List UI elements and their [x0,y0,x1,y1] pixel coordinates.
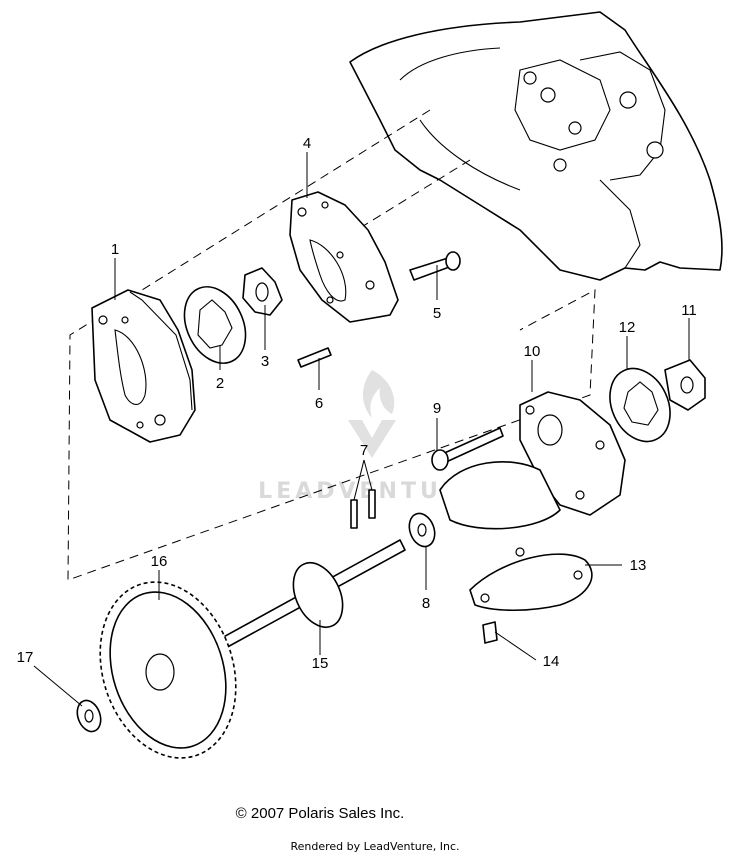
washer-8 [408,512,436,548]
drive-gear [99,581,237,759]
callout-14: 14 [543,653,560,670]
callout-7: 7 [360,442,368,459]
bolt-5 [409,251,461,281]
bolt-9 [431,427,504,471]
callout-15: 15 [312,655,329,672]
screw-14 [482,621,498,644]
callout-5: 5 [433,305,441,322]
callout-6: 6 [315,395,323,412]
copyright-text: © 2007 Polaris Sales Inc. [236,805,405,822]
watermark-logo [348,370,396,458]
callout-2: 2 [216,375,224,392]
pump-plate [289,191,399,323]
callout-10: 10 [524,343,541,360]
callout-8: 8 [422,595,430,612]
outer-rotor-12 [609,367,671,443]
pump-cover [439,391,626,530]
callout-11: 11 [681,302,697,319]
callout-3: 3 [261,353,269,370]
rendered-by-text: Rendered by LeadVenture, Inc. [290,840,459,853]
pin-6 [297,347,332,368]
callout-labels: 1 2 3 4 5 6 7 8 9 10 11 12 13 14 15 16 1… [17,135,697,672]
callout-4: 4 [303,135,311,152]
callout-12: 12 [619,319,636,336]
leader-lines [33,152,690,707]
outer-rotor [183,286,247,364]
inner-rotor-11 [664,359,706,411]
callout-1: 1 [111,241,119,258]
callout-16: 16 [151,553,168,570]
oil-screen [469,547,593,612]
inner-rotor [242,267,283,316]
pump-housing [91,289,196,443]
callout-13: 13 [630,557,647,574]
pump-shaft [217,539,406,651]
callout-9: 9 [433,400,441,417]
washer-17 [76,699,102,733]
callout-17: 17 [17,649,34,666]
crankcase [349,11,723,281]
